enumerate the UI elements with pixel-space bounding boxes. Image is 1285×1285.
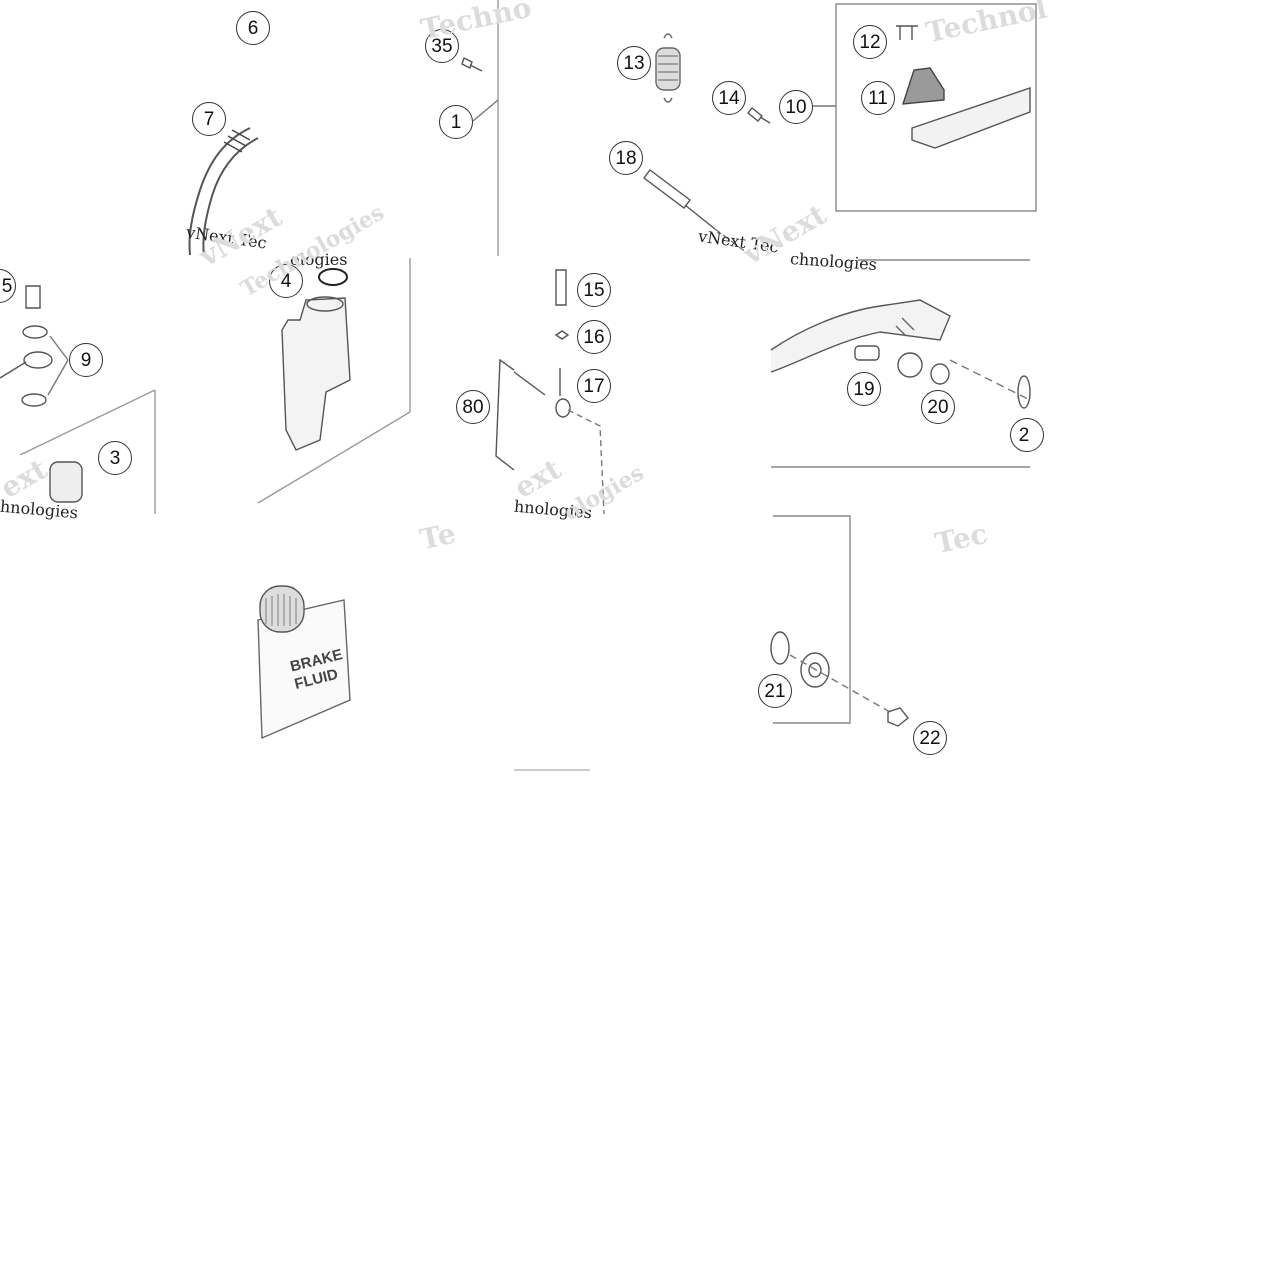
callout-15: 15 bbox=[577, 273, 611, 307]
callout-3-label: 3 bbox=[109, 447, 121, 469]
callout-16-label: 16 bbox=[583, 326, 605, 348]
callout-19-label: 19 bbox=[853, 378, 875, 400]
callout-17-label: 17 bbox=[583, 375, 605, 397]
callout-1: 1 bbox=[439, 105, 473, 139]
callout-17: 17 bbox=[577, 369, 611, 403]
callout-11: 11 bbox=[861, 81, 895, 115]
callout-21-label: 21 bbox=[764, 680, 786, 702]
callout-80-label: 80 bbox=[462, 396, 484, 418]
callout-7-label: 7 bbox=[203, 108, 215, 130]
callout-partial-right: 2 bbox=[1010, 418, 1044, 452]
callout-22: 22 bbox=[913, 721, 947, 755]
callout-6: 6 bbox=[236, 11, 270, 45]
callout-21: 21 bbox=[758, 674, 792, 708]
callout-18: 18 bbox=[609, 141, 643, 175]
callout-7: 7 bbox=[192, 102, 226, 136]
callout-13-label: 13 bbox=[623, 52, 645, 74]
callout-12: 12 bbox=[853, 25, 887, 59]
callout-4: 4 bbox=[269, 264, 303, 298]
callout-9-label: 9 bbox=[80, 349, 92, 371]
callout-35-label: 35 bbox=[431, 35, 453, 57]
callout-20-label: 20 bbox=[927, 396, 949, 418]
callout-15-label: 15 bbox=[583, 279, 605, 301]
callout-9: 9 bbox=[69, 343, 103, 377]
callout-partial-left-label: 5 bbox=[1, 275, 13, 297]
callout-3: 3 bbox=[98, 441, 132, 475]
callout-10-label: 10 bbox=[785, 96, 807, 118]
callout-14-label: 14 bbox=[718, 87, 740, 109]
callout-6-label: 6 bbox=[247, 17, 259, 39]
callout-35: 35 bbox=[425, 29, 459, 63]
callout-18-label: 18 bbox=[615, 147, 637, 169]
callout-1-label: 1 bbox=[450, 111, 462, 133]
callout-11-label: 11 bbox=[868, 87, 888, 109]
callout-13: 13 bbox=[617, 46, 651, 80]
callout-12-label: 12 bbox=[859, 31, 881, 53]
callout-19: 19 bbox=[847, 372, 881, 406]
callout-22-label: 22 bbox=[919, 727, 941, 749]
callout-4-label: 4 bbox=[280, 270, 292, 292]
callout-14: 14 bbox=[712, 81, 746, 115]
callout-20: 20 bbox=[921, 390, 955, 424]
callout-16: 16 bbox=[577, 320, 611, 354]
callout-10: 10 bbox=[779, 90, 813, 124]
watermark-ologies-top: ologies bbox=[290, 250, 348, 269]
callout-partial-right-label: 2 bbox=[1018, 424, 1030, 446]
callout-80: 80 bbox=[456, 390, 490, 424]
